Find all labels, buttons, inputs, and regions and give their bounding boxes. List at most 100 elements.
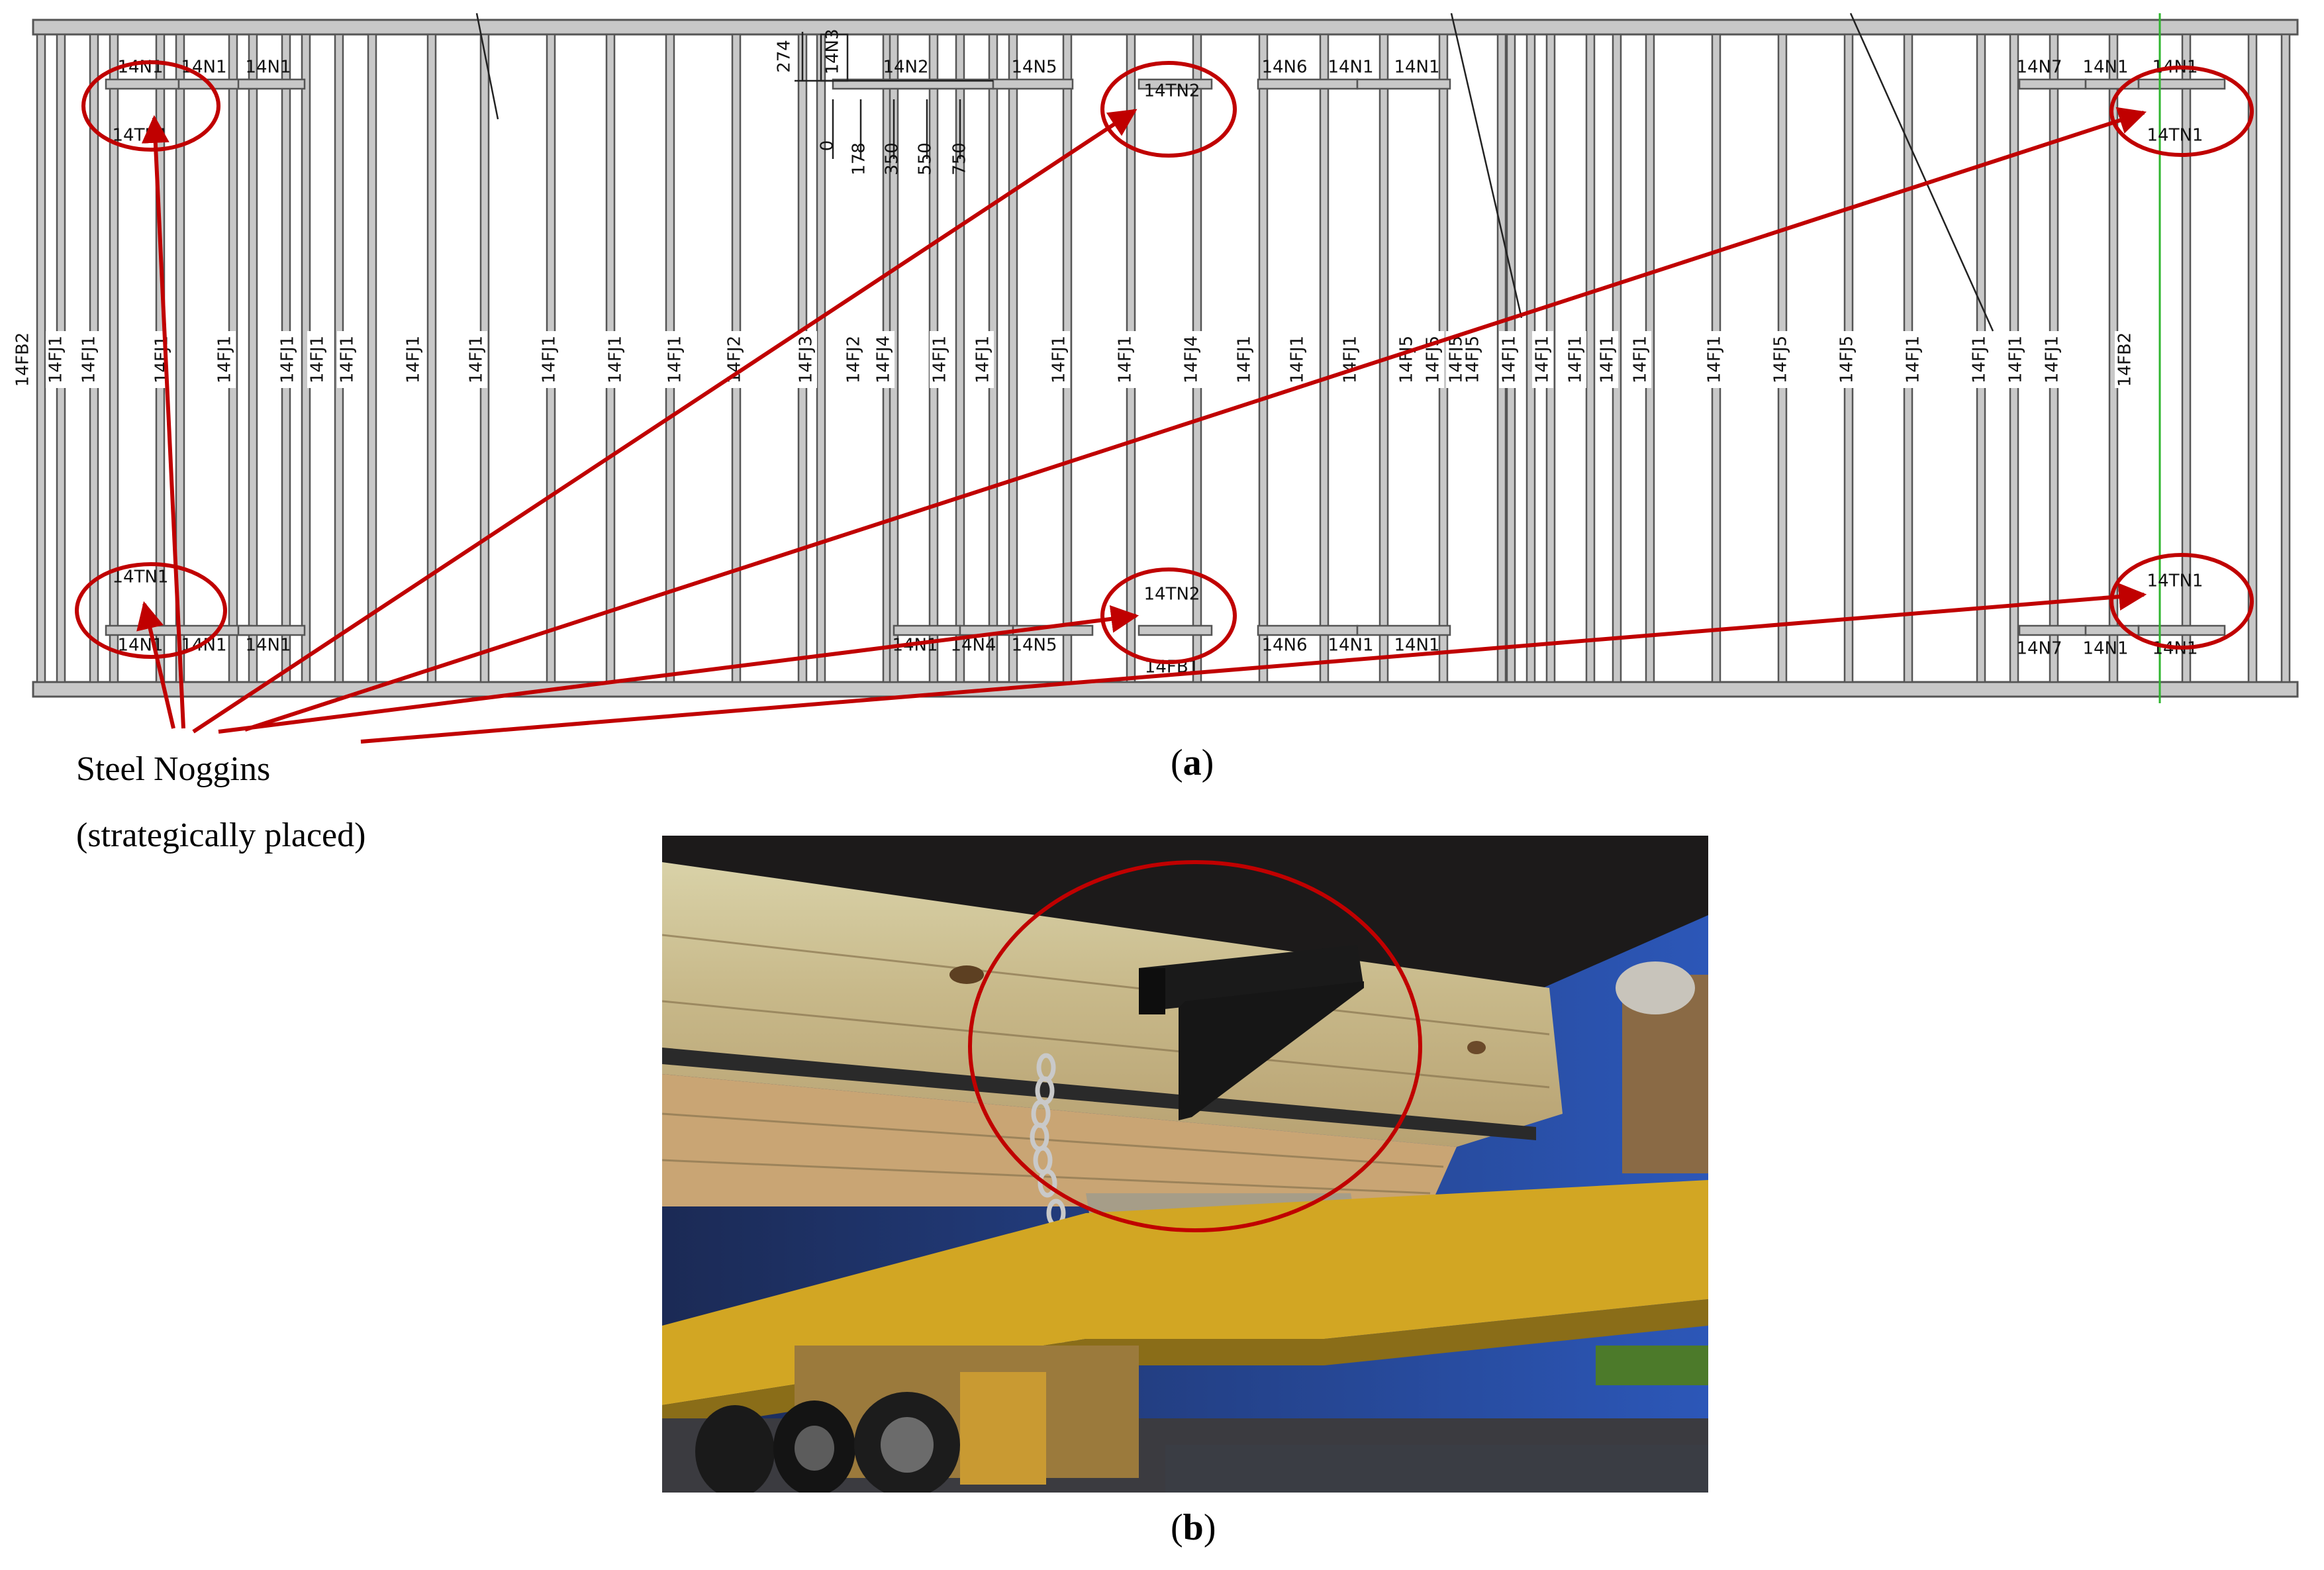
joist [248, 33, 258, 683]
joist-label-bg [1565, 331, 1586, 388]
highlight-ellipse [75, 562, 227, 659]
noggin-bar [1257, 78, 1359, 90]
bottom-noggin-label: 14N1 [2082, 639, 2128, 659]
joist-label-bg [1115, 331, 1136, 388]
joist-label-bg [337, 331, 358, 388]
dimension-label: 350 [883, 142, 902, 175]
joist-label: 14FJ1 [1970, 336, 1990, 383]
bottom-noggin-label: 14TN1 [113, 567, 169, 587]
joist [1319, 33, 1330, 683]
bottom-noggin-label: 14N5 [1011, 636, 1057, 656]
bottom-noggin-label: 14TN2 [1144, 585, 1200, 605]
joist-label-bg [1969, 331, 1990, 388]
joist-label-bg [79, 331, 100, 388]
joist-label: 14FJ3 [797, 336, 816, 383]
joist-label: 14FJ1 [308, 336, 328, 383]
joist-label-bg [1396, 331, 1418, 388]
joist-label-bg [539, 331, 560, 388]
joist-label: 14FB2 [13, 332, 33, 387]
noggin-bar [992, 78, 1074, 90]
joist-label-bg [605, 331, 626, 388]
noggin-bar [237, 78, 306, 90]
joist-label-bg [1704, 331, 1725, 388]
joist-label: 14FJ5 [1463, 336, 1483, 383]
joist-label-bg [1532, 331, 1553, 388]
joist [426, 33, 437, 683]
joist-label: 14FJ5 [1397, 336, 1417, 383]
joist-label-bg [1903, 331, 1924, 388]
joist-label-bg [1181, 331, 1202, 388]
noggin-bar [2018, 624, 2087, 636]
joist-label: 14FJ1 [79, 336, 99, 383]
joist-label-bg [1287, 331, 1308, 388]
joist-label-bg [215, 331, 236, 388]
noggins [105, 78, 2226, 636]
bottom-noggin-label: 14N1 [1328, 636, 1373, 656]
joist-label: 14FJ1 [540, 336, 559, 383]
joist-label: 14FJ1 [1116, 336, 1136, 383]
highlight-ellipse [1100, 567, 1237, 664]
top-noggin-label: 14N6 [1261, 58, 1307, 77]
joist-label-bg [2115, 331, 2136, 388]
top-noggin-label: 14N1 [181, 58, 226, 77]
top-noggin-label: 14TN1 [113, 126, 169, 146]
joist [109, 33, 119, 683]
callout-arrow [136, 601, 175, 729]
joist-label-bg [13, 331, 34, 388]
bottom-noggin-label: 14TN1 [2147, 571, 2203, 591]
joist [367, 33, 377, 683]
caption-a: (a) [1171, 742, 1214, 783]
top-noggin-label: 14TN2 [1144, 81, 1200, 101]
highlight-ellipse [1100, 61, 1237, 158]
joist-label: 14FJ1 [1631, 336, 1651, 383]
joist-label-bg [796, 331, 817, 388]
joist-label-bg [46, 331, 67, 388]
caption-b-letter: b [1183, 1507, 1204, 1548]
joist-label: 14FJ1 [665, 336, 685, 383]
joist-label: 14FJ1 [338, 336, 358, 383]
noggin-bar [2137, 624, 2226, 636]
joist-label: 14FJ1 [1288, 336, 1308, 383]
noggin-bar [893, 624, 961, 636]
callout-arrow [218, 605, 1139, 734]
noggin-bar [105, 624, 180, 636]
joist-label: 14FJ5 [1771, 336, 1791, 383]
caption-a-letter: a [1183, 742, 1202, 783]
callout-arrow [244, 107, 2147, 732]
joist-label-bg [1597, 331, 1618, 388]
joist [1258, 33, 1269, 683]
top-noggin-label: 14N1 [2082, 58, 2128, 77]
dimension-label: 750 [950, 142, 970, 175]
top-noggin-label: 14N2 [883, 58, 928, 77]
joist [1585, 33, 1596, 683]
joist-label-bg [1630, 331, 1651, 388]
callout-arrow [141, 115, 185, 729]
joist-label: 14FJ1 [1235, 336, 1255, 383]
noggin-bar [2018, 78, 2087, 90]
joist-label: 14FJ1 [1598, 336, 1618, 383]
joist [2181, 33, 2192, 683]
joist-label: 14FJ2 [844, 336, 864, 383]
joist-label: 14FJ1 [46, 336, 66, 383]
joist-label-bg [1463, 331, 1484, 388]
noggin-bar [1356, 624, 1451, 636]
joist-label-bg [307, 331, 328, 388]
joist-label: 14FJ1 [1049, 336, 1069, 383]
callout-line-2: (strategically placed) [76, 816, 366, 854]
top-noggin-label: 14TN1 [2147, 126, 2203, 146]
joist-label: 14FJ1 [1500, 336, 1520, 383]
dimension-label: 0 [818, 140, 838, 152]
dimension-label: 274 [775, 40, 795, 73]
noggin-bar [1138, 78, 1213, 90]
joist-label-bg [152, 331, 173, 388]
joist-label-bg [1340, 331, 1361, 388]
joist-label-bg [277, 331, 299, 388]
joist-label: 14FJ1 [152, 336, 172, 383]
noggin-bar [1356, 78, 1451, 90]
bottom-noggin-label: 14N6 [1261, 636, 1307, 656]
top-noggin-label: 14N3 [823, 28, 843, 74]
highlight-ellipse [2109, 66, 2254, 157]
bottom-plate [32, 681, 2299, 698]
callout-arrows [136, 107, 2147, 744]
bottom-noggin-label: 14N1 [245, 636, 291, 656]
